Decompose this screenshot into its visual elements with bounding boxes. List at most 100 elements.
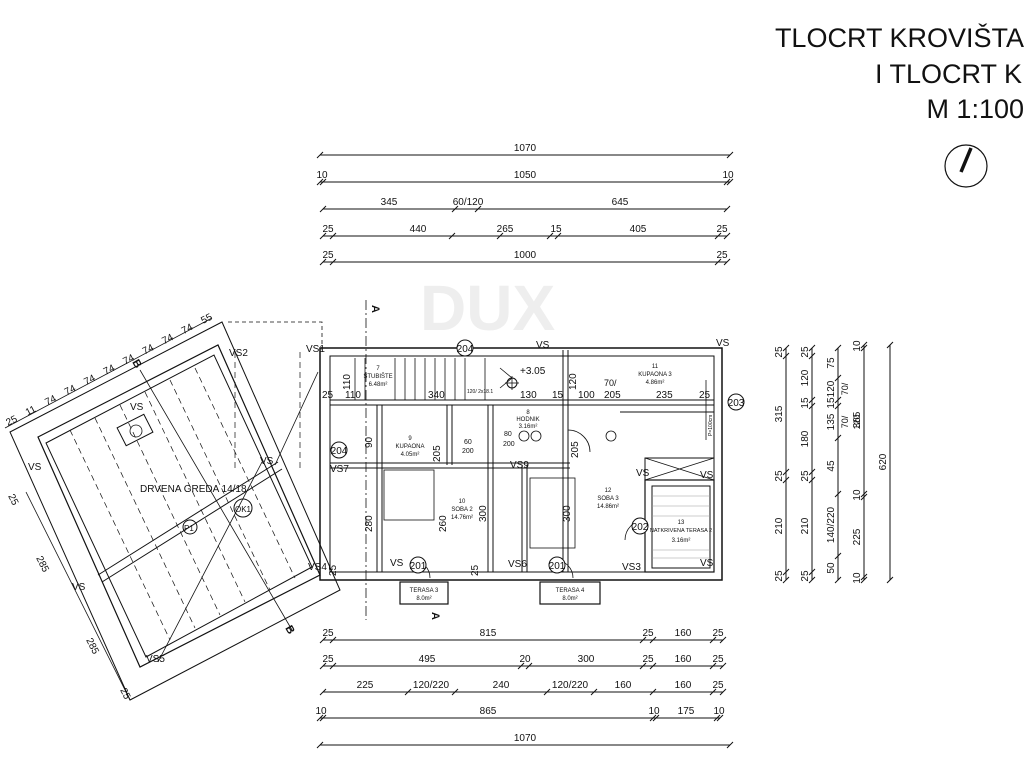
- dimension-tick: [782, 576, 790, 584]
- roof-plan: [4, 317, 341, 701]
- roof-dimension-label: 25: [117, 686, 132, 701]
- dimension-tick: [713, 714, 721, 722]
- dimension-tick: [649, 636, 657, 644]
- room-7-name: STUBIŠTE: [363, 373, 392, 380]
- interior-dim: 205: [432, 445, 443, 462]
- interior-dim: 205: [604, 390, 621, 401]
- dimension-label: 25: [800, 470, 811, 482]
- column-tag: VS9: [510, 460, 529, 471]
- column-tag: VS7: [330, 464, 349, 475]
- column-tag: VS: [716, 338, 730, 349]
- dimension-tick: [319, 258, 327, 266]
- dimension-label: 225: [357, 680, 374, 691]
- dimension-label: 225: [852, 528, 863, 545]
- dimension-tick: [714, 258, 722, 266]
- dimension-tick: [649, 714, 657, 722]
- interior-dim: 60: [464, 439, 472, 446]
- column-tag: VS4: [308, 562, 327, 573]
- interior-dim: 300: [562, 505, 573, 522]
- room-11-area: 4.86m²: [646, 380, 665, 386]
- dimension-tick: [860, 341, 868, 349]
- column-tag: VS1: [306, 344, 325, 355]
- dimension-label: 25: [712, 680, 724, 691]
- dimension-label: 25: [774, 470, 785, 482]
- interior-dim: 15: [552, 390, 564, 401]
- dimension-label: 75: [826, 357, 837, 369]
- room-8-number: 8: [526, 410, 530, 416]
- dimension-label: 25: [774, 346, 785, 358]
- dimension-tick: [860, 344, 868, 352]
- dimension-tick: [319, 636, 327, 644]
- room-13-area: 3.16m²: [672, 538, 691, 544]
- dimension-tick: [554, 232, 562, 240]
- column-tag: VS: [536, 340, 550, 351]
- dimension-tick: [860, 573, 868, 581]
- north-arrow-icon: [944, 144, 988, 188]
- column-tag: VS: [130, 402, 144, 413]
- dimension-tick: [834, 490, 842, 498]
- dimension-tick: [716, 714, 724, 722]
- room-7-area: 6.48m²: [369, 382, 388, 388]
- dimension-tick: [649, 662, 657, 670]
- dimension-tick: [808, 352, 816, 360]
- roof-dimension-label: 74: [121, 352, 136, 367]
- dimension-tick: [782, 352, 790, 360]
- roof-dimension-label: 25: [4, 414, 19, 429]
- dimension-label: 160: [675, 628, 692, 639]
- dimension-label: 45: [826, 460, 837, 472]
- dimension-label: 1070: [514, 143, 537, 154]
- interior-dim: 200: [503, 441, 515, 448]
- dimension-label: 25: [322, 250, 334, 261]
- dimension-label: 20: [519, 654, 531, 665]
- dimension-label: 300: [578, 654, 595, 665]
- roof-dimension-label: 25: [5, 492, 20, 507]
- dimension-tick: [782, 568, 790, 576]
- dimension-label: 10: [648, 706, 660, 717]
- dimension-tick: [782, 468, 790, 476]
- dimension-label: 10: [722, 170, 734, 181]
- dimension-label: 135: [826, 413, 837, 430]
- dimension-label: 160: [675, 680, 692, 691]
- dimension-label: 10: [713, 706, 725, 717]
- interior-dim: 100: [578, 390, 595, 401]
- dimension-label: 180: [800, 430, 811, 447]
- dimension-tick: [649, 688, 657, 696]
- dimension-label: 210: [800, 517, 811, 534]
- dimension-tick: [723, 178, 731, 186]
- drawing-scale: M 1:100: [926, 94, 1024, 124]
- dimension-tick: [723, 258, 731, 266]
- dimension-label: 120/220: [552, 680, 589, 691]
- dimension-tick: [316, 151, 324, 159]
- interior-dim: 200: [462, 448, 474, 455]
- dimension-tick: [886, 576, 894, 584]
- dimension-tick: [709, 636, 717, 644]
- dimension-label: 10: [315, 706, 327, 717]
- room-8-area: 3.16m²: [519, 424, 538, 430]
- dimension-label: 265: [497, 224, 514, 235]
- dimension-tick: [726, 151, 734, 159]
- interior-dim: 110: [342, 374, 353, 390]
- dimension-tick: [448, 232, 456, 240]
- section-mark-a-top: A: [369, 305, 381, 313]
- dimension-label: 25: [322, 654, 334, 665]
- dimension-label: 315: [774, 405, 785, 422]
- roof-tag-ok1: OK1: [235, 505, 252, 514]
- dimension-tick: [404, 688, 412, 696]
- dimension-tick: [808, 344, 816, 352]
- roof-dimension-label: 74: [43, 393, 58, 408]
- room-13-number: 13: [678, 520, 685, 526]
- dimension-label: 160: [675, 654, 692, 665]
- dimension-label: 25: [642, 628, 654, 639]
- dimension-label: 160: [615, 680, 632, 691]
- dimension-label: 120: [800, 369, 811, 386]
- room-12-area: 14.86m²: [597, 504, 619, 510]
- dimension-label: 120: [826, 380, 837, 397]
- dimension-tick: [546, 232, 554, 240]
- dimension-label: 10: [852, 572, 863, 584]
- column-tag: VS5: [146, 654, 165, 665]
- terrace-3-name: TERASA 3: [410, 588, 439, 594]
